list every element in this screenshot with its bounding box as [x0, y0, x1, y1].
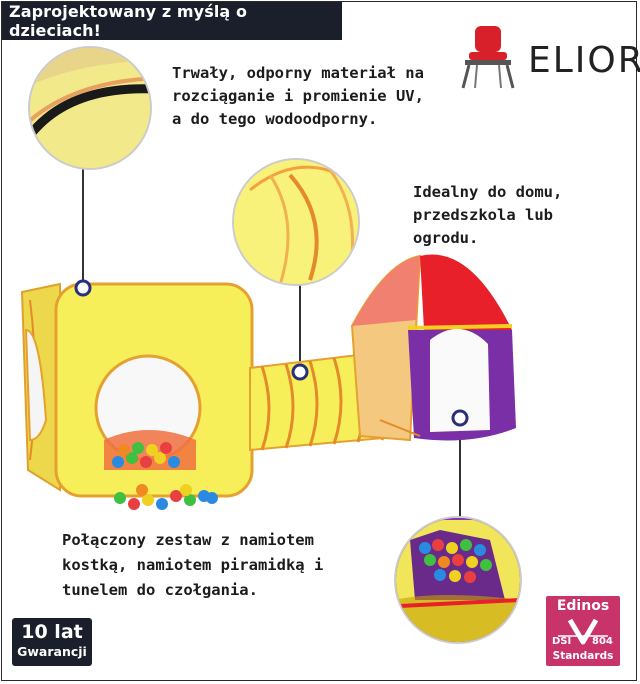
callout-usage: Idealny do domu, przedszkola lub ogrodu.	[413, 183, 563, 247]
brand-logo	[461, 26, 515, 89]
cert-standard: Standards	[552, 650, 614, 662]
callout-markers	[74, 279, 469, 427]
pyramid-tent	[350, 254, 516, 442]
warranty-years: 10 lat	[21, 621, 83, 643]
ball-pile	[112, 442, 218, 510]
checkmark-icon	[558, 618, 608, 645]
cert-code: DSI	[552, 636, 572, 647]
cert-name: Edinos	[556, 598, 610, 614]
zoom-balls	[394, 516, 522, 644]
callout-material: Trwały, odporny materiał na rozciąganie …	[172, 64, 424, 128]
zoom-fabric	[28, 46, 152, 170]
cube-tent	[20, 282, 254, 510]
headline-text: Zaprojektowany z myślą o dzieciach!	[9, 2, 248, 40]
warranty-badge: 10 lat Gwarancji	[12, 618, 92, 666]
callout-set: Połączony zestaw z namiotem kostką, nami…	[62, 531, 324, 599]
brand-name: ELIOR	[528, 40, 640, 81]
headline-banner: Zaprojektowany z myślą o dzieciach!	[2, 2, 342, 40]
chair-icon	[461, 26, 515, 89]
zoom-tunnel	[232, 158, 360, 286]
cert-number: 804	[592, 636, 613, 647]
warranty-label: Gwarancji	[17, 644, 87, 659]
certification-badge: Edinos DSI 804 Standards	[546, 596, 620, 666]
